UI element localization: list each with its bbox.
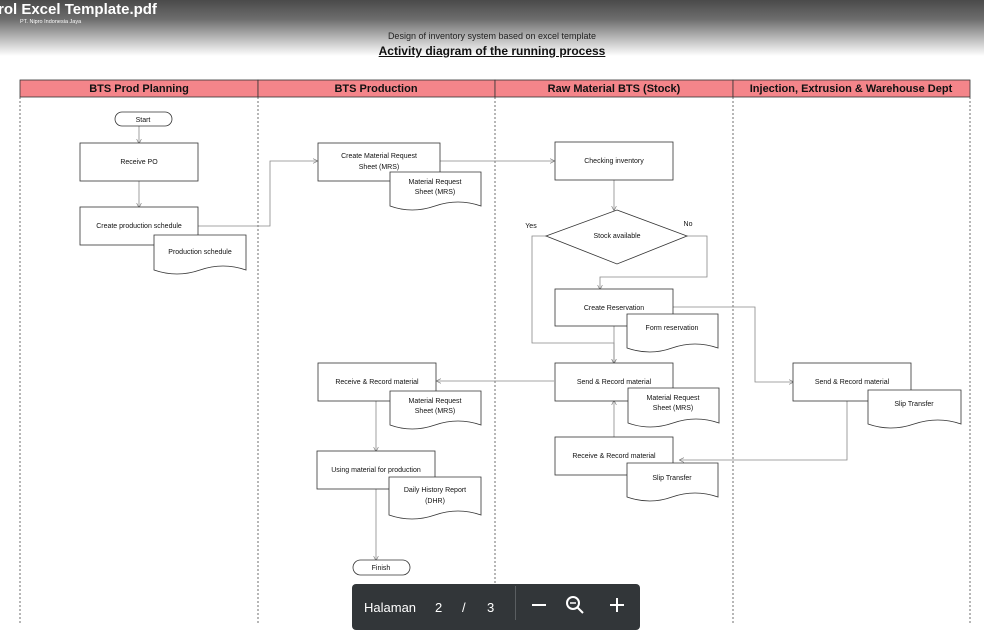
create-schedule-label: Create production schedule — [96, 223, 182, 230]
slip-transfer-stock-label: Slip Transfer — [652, 475, 692, 482]
company-name: PT. Nipro Indonesia Jaya — [20, 19, 82, 25]
form-reservation-label: Form reservation — [646, 325, 699, 332]
start-label: Start — [136, 117, 151, 124]
stock-available-label: Stock available — [593, 233, 640, 240]
send-record-wh-label: Send & Record material — [815, 379, 890, 386]
dhr-label-b: (DHR) — [425, 498, 445, 505]
start-node — [114, 111, 173, 127]
mrs-doc-2 — [627, 387, 720, 428]
form-reservation-doc — [626, 313, 719, 353]
dhr-label-a: Daily History Report — [404, 487, 466, 494]
production-schedule-label: Production schedule — [168, 249, 232, 256]
total-pages: 3 — [487, 600, 495, 615]
minus-icon — [532, 604, 546, 606]
lane-label-raw-material: Raw Material BTS (Stock) — [548, 83, 681, 95]
mrs-doc-3-label-b: Sheet (MRS) — [415, 408, 455, 415]
finish-label: Finish — [372, 565, 391, 572]
checking-inventory-label: Checking inventory — [584, 158, 644, 165]
send-record-stock-label: Send & Record material — [577, 379, 652, 386]
pdf-page-toolbar: Halaman 2 / 3 — [352, 584, 640, 630]
mrs-doc-1-label-a: Material Request — [409, 179, 462, 186]
mrs-doc-1-label-b: Sheet (MRS) — [415, 189, 455, 196]
file-title: rol Excel Template.pdf — [0, 1, 157, 18]
lane-label-production: BTS Production — [334, 83, 417, 95]
slip-transfer-wh-doc — [867, 389, 962, 429]
using-material-label: Using material for production — [331, 467, 421, 474]
toolbar-divider — [515, 586, 516, 620]
receive-po-label: Receive PO — [120, 159, 158, 166]
slip-transfer-stock-doc — [626, 462, 719, 502]
slip-transfer-wh-label: Slip Transfer — [894, 401, 934, 408]
mrs-doc-2-label-a: Material Request — [647, 395, 700, 402]
decision-yes-label: Yes — [525, 223, 537, 230]
connector — [600, 235, 708, 289]
receive-record-prod-label: Receive & Record material — [335, 379, 419, 386]
page-separator: / — [462, 600, 466, 615]
create-reservation-label: Create Reservation — [584, 305, 644, 312]
lane-label-prod-planning: BTS Prod Planning — [89, 83, 189, 95]
plus-icon — [610, 598, 624, 612]
lane-header-warehouse — [732, 79, 971, 98]
decision-no-label: No — [684, 221, 693, 228]
receive-record-stock-label: Receive & Record material — [572, 453, 656, 460]
lane-label-warehouse: Injection, Extrusion & Warehouse Dept — [750, 83, 953, 95]
production-schedule-doc — [153, 234, 247, 275]
zoom-icon — [566, 596, 584, 614]
dhr-doc — [388, 476, 482, 520]
current-page-input[interactable]: 2 — [435, 600, 443, 615]
receive-po-box — [79, 142, 199, 182]
mrs-doc-3 — [389, 390, 482, 430]
viewer-title-bar: rol Excel Template.pdf PT. Nipro Indones… — [0, 0, 984, 56]
connector — [680, 400, 848, 460]
create-mrs-label-2: Sheet (MRS) — [359, 164, 399, 171]
create-mrs-label-1: Create Material Request — [341, 153, 417, 160]
zoom-in-button[interactable] — [606, 594, 628, 616]
mrs-doc-3-label-a: Material Request — [409, 398, 462, 405]
document-title: Activity diagram of the running process — [378, 44, 606, 58]
mrs-doc-2-label-b: Sheet (MRS) — [653, 405, 693, 412]
zoom-out-button[interactable] — [528, 594, 550, 616]
page-label: Halaman — [364, 600, 417, 615]
mrs-doc-1 — [389, 171, 482, 211]
connector — [198, 161, 317, 227]
stock-available-decision — [544, 209, 689, 265]
zoom-reset-button[interactable] — [564, 594, 586, 616]
connector — [673, 306, 793, 382]
finish-node — [352, 559, 411, 576]
checking-inventory-box — [554, 141, 674, 181]
document-subtitle: Design of inventory system based on exce… — [387, 31, 597, 41]
